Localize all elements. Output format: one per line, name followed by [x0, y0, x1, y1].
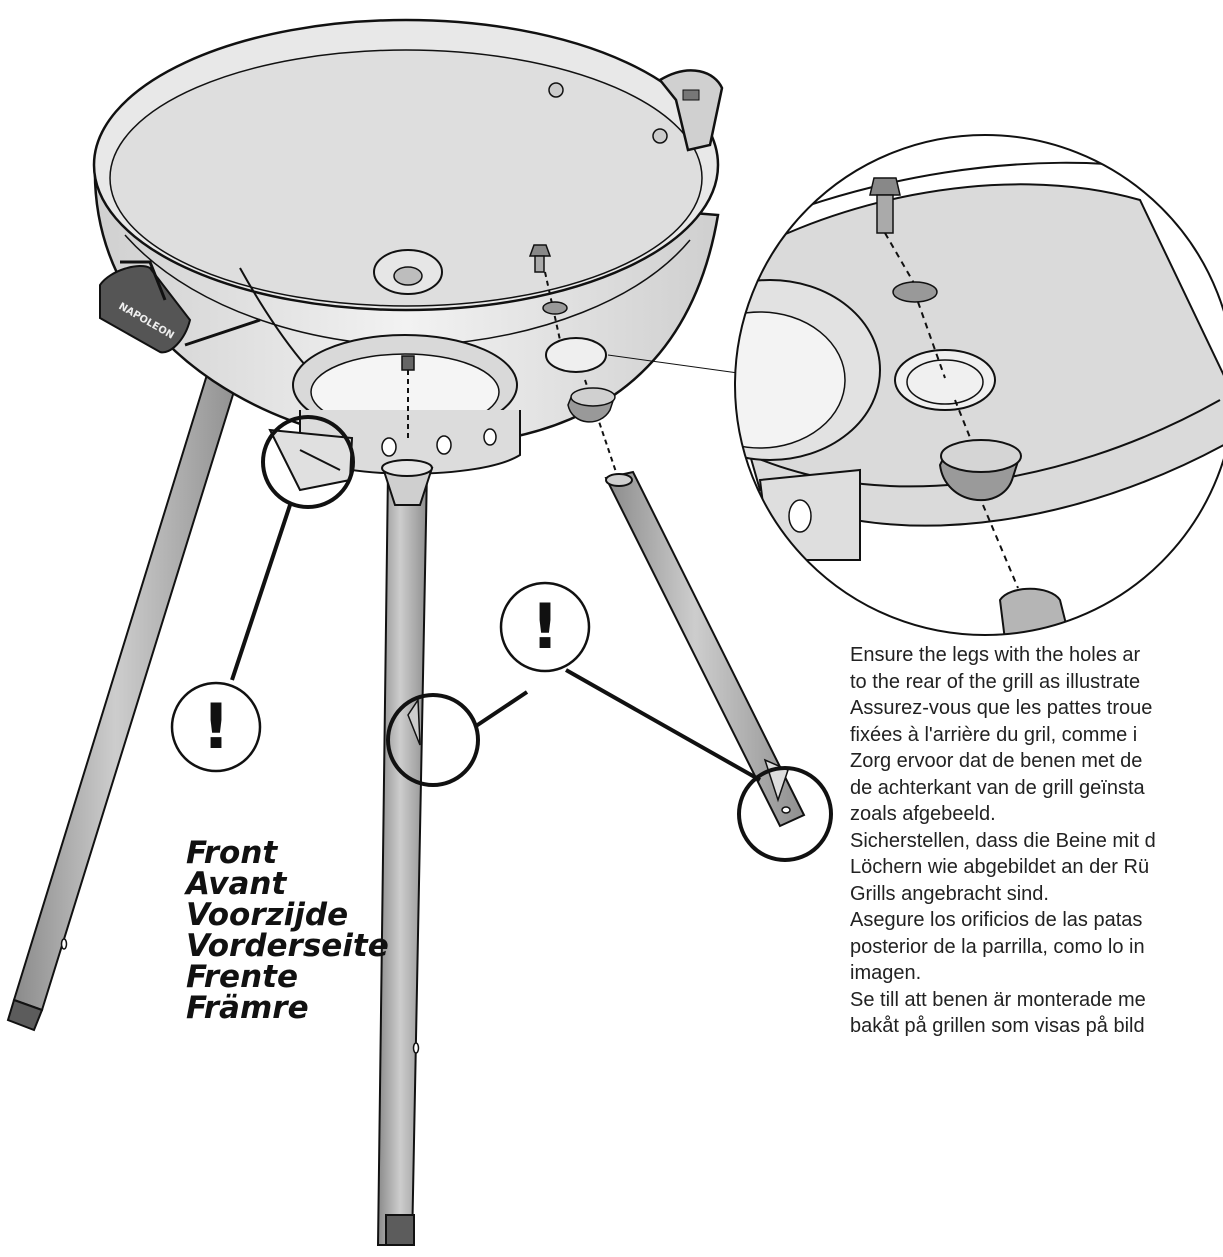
center-bolt	[401, 355, 415, 440]
front-label-en: Front	[186, 835, 278, 871]
caution-icon-left: !	[170, 681, 262, 773]
instruction-line: Asegure los orificios de las patas	[850, 909, 1143, 931]
instruction-es: Asegure los orificios de las patas poste…	[850, 907, 1223, 987]
front-label-fr: Avant	[186, 866, 287, 902]
instruction-sv: Se till att benen är monterade me bakåt …	[850, 987, 1223, 1040]
front-label-sv: Främre	[186, 990, 309, 1026]
leg-rear-right	[604, 470, 806, 828]
instruction-line: Ensure the legs with the holes ar	[850, 644, 1141, 666]
instruction-line: de achterkant van de grill geïnsta	[850, 776, 1145, 799]
instruction-nl: Zorg ervoor dat de benen met de de achte…	[850, 748, 1223, 828]
instruction-fr: Assurez-vous que les pattes troue fixées…	[850, 695, 1223, 748]
instruction-de: Sicherstellen, dass die Beine mit d Löch…	[850, 828, 1223, 908]
instruction-line: Löchern wie abgebildet an der Rü	[850, 856, 1150, 878]
grill-bowl	[92, 18, 720, 475]
front-label-de: Vorderseite	[186, 928, 389, 964]
instruction-line: Grills angebracht sind.	[850, 882, 1049, 905]
svg-text:!: !	[202, 690, 230, 763]
instruction-line: Sicherstellen, dass die Beine mit d	[850, 829, 1156, 852]
callout-circle-bracket	[261, 415, 355, 509]
instruction-line: Se till att benen är monterade me	[850, 988, 1146, 1011]
callout-line-right	[565, 668, 761, 782]
callout-line-left	[230, 504, 292, 681]
callout-circle-front-leg	[386, 693, 480, 787]
caution-icon-right: !	[499, 581, 591, 673]
callout-circle-rear-leg	[737, 766, 833, 862]
callout-line-center	[474, 690, 529, 728]
bowl-handle-right	[658, 69, 724, 152]
instruction-line: fixées à l'arrière du gril, comme i	[850, 723, 1138, 746]
zoom-leader-line	[607, 354, 739, 374]
leg-front	[376, 459, 434, 1246]
instruction-text: Ensure the legs with the holes ar to the…	[850, 642, 1223, 1040]
front-label-list: Front Avant Voorzijde Vorderseite Frente…	[186, 838, 389, 1024]
svg-text:!: !	[531, 590, 559, 663]
instruction-line: to the rear of the grill as illustrate	[850, 670, 1141, 693]
front-label-es: Frente	[186, 959, 298, 995]
instruction-line: imagen.	[850, 962, 922, 984]
instruction-line: Zorg ervoor dat de benen met de	[850, 750, 1143, 772]
instruction-line: posterior de la parrilla, como lo in	[850, 935, 1145, 958]
instruction-line: bakåt på grillen som visas på bild	[850, 1015, 1145, 1037]
leg-bracket	[268, 428, 354, 492]
zoom-detail	[734, 134, 1223, 636]
instruction-line: Assurez-vous que les pattes troue	[850, 697, 1153, 719]
instruction-en: Ensure the legs with the holes ar to the…	[850, 642, 1223, 695]
hardware-stack	[528, 244, 617, 473]
instruction-line: zoals afgebeeld.	[850, 803, 996, 825]
front-label-nl: Voorzijde	[186, 897, 349, 933]
bowl-handle-left: NAPOLEON	[99, 260, 261, 354]
